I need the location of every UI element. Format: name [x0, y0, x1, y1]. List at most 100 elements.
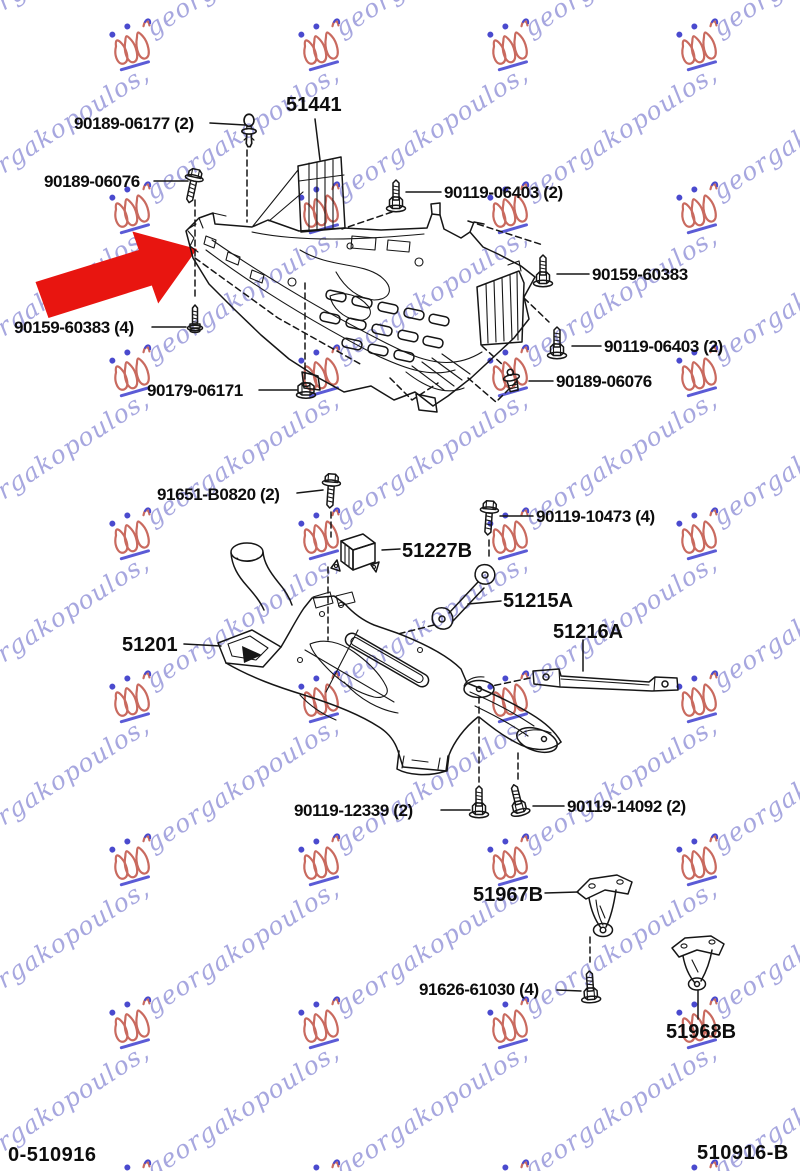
watermark: georgakopoulos, [108, 385, 345, 565]
part-label-90189-06177: 90189-06177 (2) [74, 114, 194, 133]
sheet-code-right: 510916-B [697, 1142, 789, 1164]
watermark-logo-icon [298, 507, 341, 561]
watermark: georgakopoulos, [675, 385, 800, 565]
watermark: georgakopoulos, [108, 222, 345, 402]
part-label-90119-12339: 90119-12339 (2) [294, 801, 413, 820]
clip-90189-06177-icon [241, 113, 257, 148]
watermark-logo-icon [109, 181, 152, 235]
part-label-51967B: 51967B [473, 884, 544, 906]
stopper-bracket-front-drawing [576, 874, 633, 938]
bolt-90119-12339-icon [468, 785, 490, 819]
nut-90179-06171-icon [295, 381, 317, 399]
watermark: georgakopoulos, [486, 385, 723, 565]
bolt-90119-06403-upper-icon [385, 179, 407, 213]
screw-90159-60383-left-icon [186, 304, 204, 334]
watermark: georgakopoulos, [675, 222, 800, 402]
watermark: georgakopoulos, [675, 548, 800, 728]
watermark-logo-icon [487, 507, 530, 561]
undercover-panel-drawing [185, 156, 536, 413]
watermark-logo-icon [313, 1159, 341, 1171]
watermark-logo-icon [109, 996, 152, 1050]
brace-bar-drawing [532, 668, 679, 692]
watermark: georgakopoulos, [675, 0, 800, 76]
watermark: georgakopoulos, [108, 874, 345, 1054]
watermark-logo-icon [109, 344, 152, 398]
part-label-51215A: 51215A [503, 590, 574, 612]
watermark: georgakopoulos, [108, 711, 345, 891]
watermark: georgakopoulos, [297, 385, 534, 565]
watermark-logo-icon [298, 996, 341, 1050]
watermark: georgakopoulos, [297, 874, 534, 1054]
watermark-logo-icon [676, 996, 719, 1050]
part-label-91651-B0820: 91651-B0820 (2) [157, 485, 280, 504]
part-label-90119-14092: 90119-14092 (2) [567, 797, 686, 816]
watermark-logo-icon [487, 181, 530, 235]
watermark-logo-icon [676, 18, 719, 72]
watermark-logo-icon [124, 1159, 152, 1171]
watermark-logo-icon [298, 833, 341, 887]
part-label-51441: 51441 [286, 94, 342, 116]
part-label-91626-61030: 91626-61030 (4) [419, 980, 539, 999]
watermark-logo-icon [676, 344, 719, 398]
bolt-90119-10473-icon [477, 499, 500, 537]
part-label-90119-06403-upper: 90119-06403 (2) [444, 183, 563, 202]
bolt-90159-60383-right-icon [532, 254, 554, 288]
part-label-90189-06076-lower: 90189-06076 [556, 372, 652, 391]
watermark-logo-icon [676, 670, 719, 724]
part-label-51227B: 51227B [402, 540, 473, 562]
watermark: georgakopoulos, [675, 59, 800, 239]
watermark-logo-icon [487, 833, 530, 887]
bolt-90119-14092-icon [503, 781, 532, 819]
part-label-90159-60383-right: 90159-60383 [592, 265, 688, 284]
watermark: georgakopoulos, [675, 711, 800, 891]
watermark-logo-icon [109, 18, 152, 72]
assembly-dashed-lines [194, 149, 591, 963]
watermark: georgakopoulos, [108, 1037, 345, 1171]
watermark: georgakopoulos, [486, 711, 723, 891]
watermark: georgakopoulos, [297, 711, 534, 891]
watermark: georgakopoulos, [486, 874, 723, 1054]
bolt-90189-06076-upper-icon [179, 166, 206, 206]
stopper-bracket-rear-drawing [671, 935, 725, 991]
leader-lines [151, 118, 699, 1020]
watermark-logo-icon [109, 833, 152, 887]
watermark-logo-icon [298, 18, 341, 72]
watermark-logo-icon [676, 507, 719, 561]
watermark-logo-icon [676, 833, 719, 887]
watermark: georgakopoulos, [297, 1037, 534, 1171]
watermark: georgakopoulos, [486, 0, 723, 76]
part-label-51201: 51201 [122, 634, 178, 656]
watermark: georgakopoulos, [297, 0, 534, 76]
bolt-90119-06403-lower-icon [546, 326, 568, 360]
sensor-bracket-drawing [330, 533, 380, 573]
part-label-90119-10473: 90119-10473 (4) [536, 507, 655, 526]
subframe-drawing [217, 542, 562, 776]
part-label-90189-06076-upper: 90189-06076 [44, 172, 140, 191]
watermark: georgakopoulos, [108, 548, 345, 728]
part-label-51216A: 51216A [553, 621, 624, 643]
bolt-91651-B0820-icon [319, 472, 342, 510]
watermark: georgakopoulos, [486, 59, 723, 239]
watermark: georgakopoulos, [675, 874, 800, 1054]
watermark-logo-icon [502, 1159, 530, 1171]
part-label-90119-06403-lower: 90119-06403 (2) [604, 337, 723, 356]
watermark-logo-icon [109, 670, 152, 724]
part-label-90159-60383-left: 90159-60383 (4) [14, 318, 134, 337]
watermark-logo-icon [109, 507, 152, 561]
clip-90189-06076-lower-icon [501, 366, 523, 394]
watermark-logo-icon [487, 996, 530, 1050]
watermark: georgakopoulos, [486, 1037, 723, 1171]
watermark-logo-icon [487, 18, 530, 72]
watermark: georgakopoulos, [108, 0, 345, 76]
watermark-logo-icon [676, 181, 719, 235]
highlight-arrow [35, 231, 197, 318]
watermark: georgakopoulos, [675, 1037, 800, 1171]
sheet-code-left: 0-510916 [8, 1144, 97, 1166]
bolt-91626-61030-icon [578, 969, 602, 1005]
part-label-51968B: 51968B [666, 1021, 737, 1043]
watermark-logo-icon [691, 1159, 719, 1171]
watermark: georgakopoulos, [108, 59, 345, 239]
